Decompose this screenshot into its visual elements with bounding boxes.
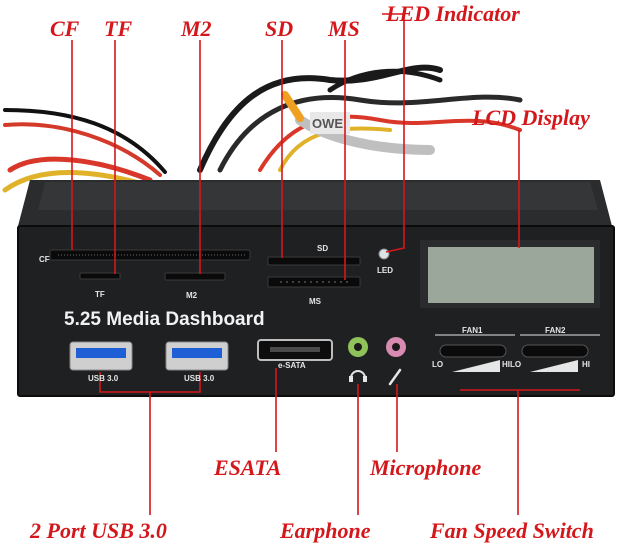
panel-title: 5.25 Media Dashboard bbox=[64, 309, 265, 330]
callout-esata: ESATA bbox=[214, 455, 282, 480]
usb-port-1-tongue bbox=[76, 348, 126, 358]
sd-slot bbox=[267, 256, 361, 266]
panel-label-lo: LO bbox=[432, 360, 444, 369]
callout-m2: M2 bbox=[181, 16, 212, 41]
microphone-icon bbox=[388, 368, 402, 386]
panel-label-hilo: HILO bbox=[502, 360, 522, 369]
lcd-display bbox=[428, 247, 594, 303]
fan2-slider bbox=[521, 344, 589, 358]
ms-slot bbox=[267, 276, 361, 288]
usb-port-2-tongue bbox=[172, 348, 222, 358]
panel-label-hi: HI bbox=[582, 360, 590, 369]
chassis-top-highlight bbox=[38, 182, 598, 210]
callout-ms: MS bbox=[328, 16, 360, 41]
callout-tf: TF bbox=[104, 16, 133, 41]
callout-microphone: Microphone bbox=[370, 455, 482, 480]
callout-cf: CF bbox=[50, 16, 80, 41]
callout-earphone: Earphone bbox=[280, 518, 371, 543]
led-indicator bbox=[378, 248, 390, 260]
panel-label-usb1: USB 3.0 bbox=[88, 374, 119, 383]
callout-sd: SD bbox=[265, 16, 294, 41]
callout-fan-speed-switch: Fan Speed Switch bbox=[430, 518, 594, 543]
panel-label-fan1: FAN1 bbox=[462, 326, 483, 335]
fan1-slider bbox=[439, 344, 507, 358]
panel-label-led: LED bbox=[377, 266, 393, 275]
cable-bundle bbox=[2, 64, 523, 193]
panel-label-m2: M2 bbox=[186, 291, 198, 300]
fan2-ramp bbox=[530, 360, 578, 372]
m2-slot bbox=[164, 272, 226, 281]
tf-slot bbox=[79, 272, 121, 280]
callout-led-indicator: LED Indicator bbox=[386, 1, 520, 26]
callout-lcd-display: LCD Display bbox=[472, 105, 590, 130]
panel-label-usb2: USB 3.0 bbox=[184, 374, 215, 383]
panel-label-sd: SD bbox=[317, 244, 329, 253]
cable-text: OWE bbox=[312, 116, 343, 131]
panel-label-esata: e-SATA bbox=[278, 361, 306, 370]
esata-port-inner bbox=[270, 347, 320, 352]
callout-usb: 2 Port USB 3.0 bbox=[30, 518, 167, 543]
leader-lines bbox=[71, 13, 580, 515]
panel-label-ms: MS bbox=[309, 297, 321, 306]
panel-label-tf: TF bbox=[95, 290, 105, 299]
headphone-icon bbox=[350, 370, 366, 379]
fan1-ramp bbox=[452, 360, 500, 372]
panel-label-cf: CF bbox=[39, 255, 50, 264]
panel-label-fan2: FAN2 bbox=[545, 326, 566, 335]
cable-sleeve bbox=[310, 112, 350, 134]
